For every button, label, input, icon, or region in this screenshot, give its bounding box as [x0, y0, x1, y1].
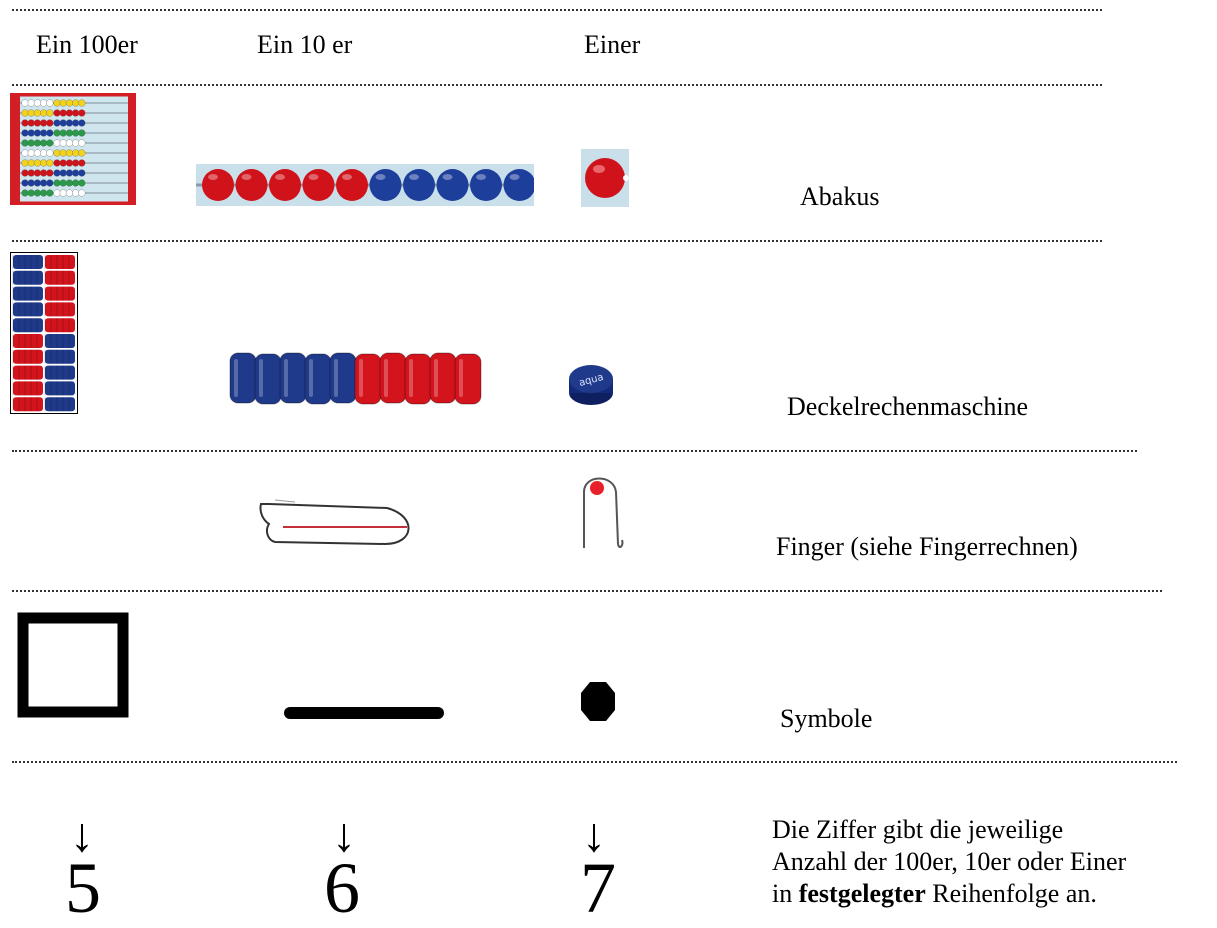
digit-tens: 6: [324, 848, 360, 928]
separator-line: [12, 9, 1102, 11]
dot-symbol: [580, 680, 616, 722]
digit-ones: 7: [580, 848, 616, 928]
emphasis-text: festgelegter: [798, 879, 926, 908]
line-symbol: [283, 706, 445, 720]
lid-ten-image: [228, 349, 484, 407]
column-header-hundreds: Ein 100er: [36, 30, 138, 59]
row-label-abacus: Abakus: [800, 182, 880, 211]
down-arrow-icon: ↓: [332, 809, 356, 862]
row-label-symbols: Symbole: [780, 704, 873, 733]
row-label-lids: Deckelrechenmaschine: [787, 392, 1029, 421]
abacus-one-image: [581, 149, 629, 207]
lid-stack-hundred-image: [10, 252, 78, 414]
explanation-line-3: in festgelegter Reihenfolge an.: [772, 879, 1097, 908]
lid-one-image: aqua: [567, 357, 615, 409]
finger-one-image: [578, 470, 628, 550]
abacus-hundred-image: [10, 93, 136, 205]
square-symbol: [17, 612, 129, 718]
separator-line: [12, 84, 1102, 86]
down-arrow-icon: ↓: [582, 809, 606, 862]
row-label-finger: Finger (siehe Fingerrechnen): [776, 532, 1078, 561]
separator-line: [12, 590, 1162, 592]
separator-line: [12, 240, 1102, 242]
down-arrow-icon: ↓: [70, 809, 94, 862]
separator-line: [12, 450, 1137, 452]
explanation-line-2: Anzahl der 100er, 10er oder Einer: [772, 847, 1127, 876]
digit-hundreds: 5: [65, 848, 101, 928]
column-header-ones: Einer: [584, 30, 641, 59]
explanation-text: Die Ziffer gibt die jeweilige Anzahl der…: [772, 814, 1212, 910]
abacus-ten-image: [196, 164, 534, 206]
column-header-tens: Ein 10 er: [257, 30, 353, 59]
separator-line: [12, 761, 1177, 763]
explanation-line-1: Die Ziffer gibt die jeweilige: [772, 815, 1064, 844]
finger-ten-image: [255, 490, 420, 556]
